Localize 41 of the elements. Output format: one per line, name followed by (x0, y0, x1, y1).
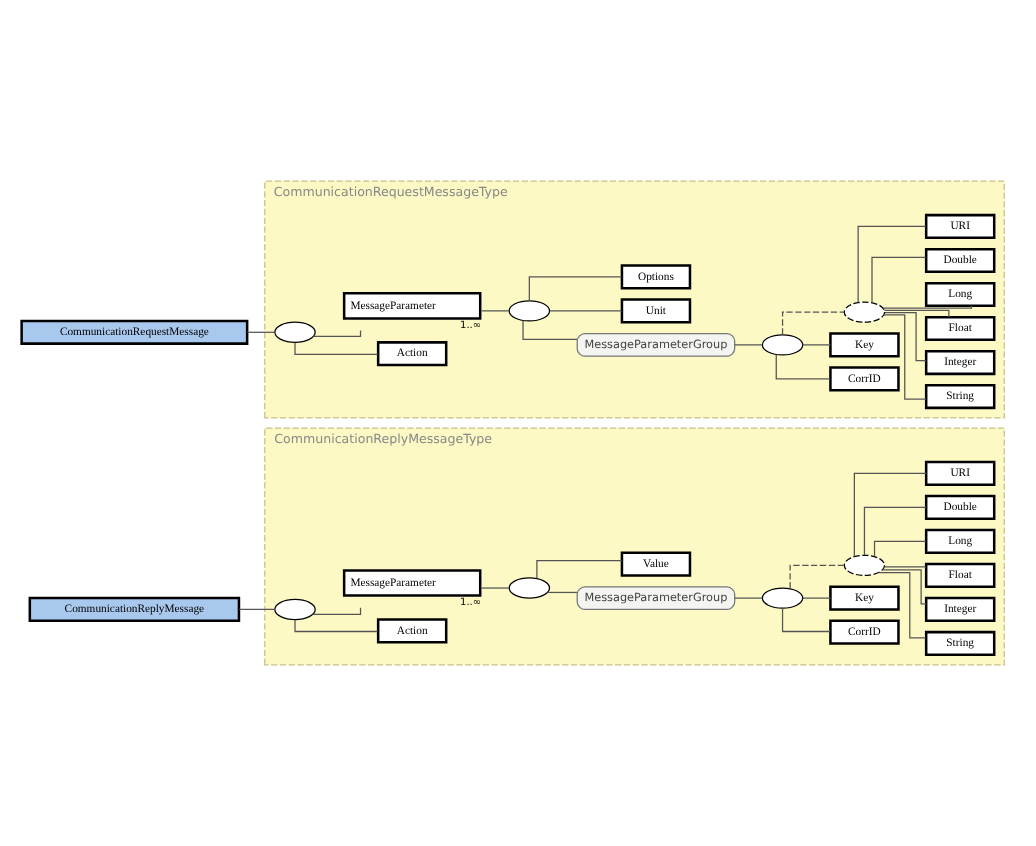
connector (878, 571, 927, 639)
connector (781, 311, 845, 336)
connector (481, 310, 510, 312)
node-oval (508, 300, 551, 322)
connector (238, 608, 276, 611)
node-oval (843, 554, 886, 577)
connector (884, 566, 927, 568)
connector (853, 472, 927, 558)
connector (311, 607, 362, 616)
connector (789, 564, 845, 590)
connector (802, 597, 832, 599)
connector (522, 319, 578, 341)
node-oval (274, 321, 316, 343)
connector (294, 619, 379, 633)
connector (883, 309, 950, 318)
connector (802, 344, 832, 346)
connector (871, 256, 927, 304)
connector (882, 569, 927, 605)
connector (294, 342, 379, 355)
connector (546, 591, 578, 594)
connector (863, 506, 927, 556)
node-oval (761, 334, 804, 356)
connector (528, 276, 623, 302)
connector (883, 314, 927, 400)
connector (734, 597, 763, 599)
connector (246, 331, 276, 333)
connector (882, 305, 973, 309)
connector (873, 540, 927, 557)
connector (857, 225, 927, 303)
connector (481, 587, 510, 589)
connector (884, 312, 927, 362)
node-oval (508, 577, 551, 599)
connector (734, 344, 763, 346)
connector (781, 607, 831, 633)
node-oval (843, 301, 886, 323)
node-oval (274, 598, 316, 621)
connector (536, 560, 623, 579)
connector (775, 353, 831, 380)
connector (549, 310, 623, 312)
node-oval (761, 587, 804, 609)
connector (313, 329, 362, 338)
